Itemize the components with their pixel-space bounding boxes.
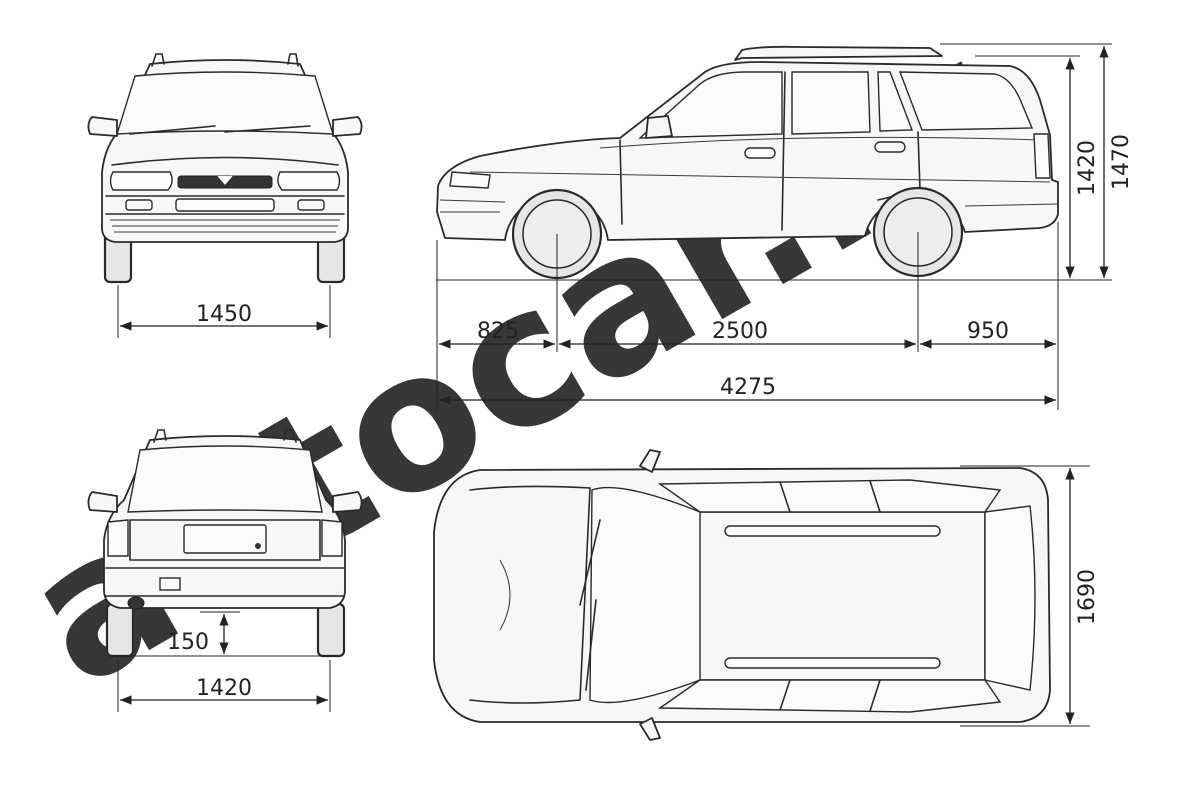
- rear-right-tyre: [316, 602, 346, 658]
- front-right-headlight: [277, 171, 341, 191]
- front-wipers: [129, 125, 311, 135]
- top-right-mirror: [639, 717, 661, 741]
- front-left-headlight: [109, 171, 173, 191]
- top-left-mirror: [639, 449, 661, 473]
- rear-left-taillight: [107, 519, 129, 557]
- side-body-crease: [469, 171, 1051, 183]
- top-left-roof-rail: [724, 525, 941, 537]
- side-taillight: [1033, 133, 1051, 179]
- side-rear-window: [791, 71, 871, 135]
- rear-lock: [255, 543, 261, 549]
- rear-overhang-label: 950: [967, 319, 1009, 344]
- overall-width-label: 1690: [1075, 569, 1100, 625]
- side-view: 825 2500 950 4275 1420 1470: [436, 43, 1134, 410]
- front-left-foglight: [125, 199, 153, 211]
- front-plate: [175, 198, 275, 212]
- side-front-window: [638, 71, 783, 139]
- side-quarter-window-1: [877, 71, 914, 132]
- rear-left-mirror: [87, 491, 118, 513]
- side-belt-line: [599, 136, 1041, 149]
- front-roof-rails: [151, 53, 299, 67]
- front-right-foglight: [297, 199, 325, 211]
- rear-reflector: [159, 577, 181, 591]
- top-right-side-glass: [657, 679, 1002, 713]
- body-height-label: 1420: [1075, 140, 1100, 196]
- rear-view: 150 1420: [87, 429, 363, 712]
- rear-plate: [183, 524, 267, 554]
- ground-clearance-label: 150: [167, 630, 209, 655]
- side-front-bumper: [439, 199, 506, 213]
- rear-right-taillight: [321, 519, 343, 557]
- side-headlight: [449, 171, 491, 189]
- front-right-mirror: [332, 116, 363, 137]
- side-roof-rail: [734, 45, 943, 61]
- top-view: 1690: [433, 449, 1100, 741]
- rear-right-mirror: [332, 491, 363, 513]
- rear-window: [127, 445, 323, 513]
- rear-roof-rails: [153, 429, 297, 443]
- front-badge: [217, 175, 233, 185]
- front-overhang-label: 825: [477, 319, 519, 344]
- side-mirror: [645, 115, 673, 139]
- front-lower-grille: [110, 219, 340, 233]
- side-quarter-window-2: [898, 71, 1034, 131]
- rear-left-tyre: [105, 602, 135, 658]
- top-rear-window: [984, 505, 1036, 691]
- front-windshield: [116, 71, 334, 135]
- top-hood: [469, 485, 591, 704]
- front-hood-line: [111, 156, 339, 166]
- front-view: 1450: [87, 53, 363, 338]
- side-rear-bumper: [964, 203, 1059, 207]
- top-wipers: [579, 519, 601, 691]
- top-right-roof-rail: [724, 657, 941, 669]
- top-hood-crease: [499, 559, 511, 631]
- rear-track-label: 1420: [196, 676, 252, 701]
- side-rear-door-handle: [874, 141, 906, 153]
- overall-length-label: 4275: [720, 375, 776, 400]
- rear-exhaust: [127, 596, 145, 610]
- top-left-side-glass: [657, 479, 1002, 513]
- rear-bumper: [105, 567, 345, 597]
- side-front-door-handle: [744, 147, 776, 159]
- rear-tailgate: [129, 519, 321, 561]
- front-bumper: [105, 195, 345, 215]
- front-left-mirror: [87, 116, 118, 137]
- wheelbase-label: 2500: [712, 319, 768, 344]
- front-track-label: 1450: [196, 302, 252, 327]
- top-pillars: [779, 480, 881, 712]
- rail-height-label: 1470: [1109, 134, 1134, 190]
- top-windshield: [589, 486, 701, 704]
